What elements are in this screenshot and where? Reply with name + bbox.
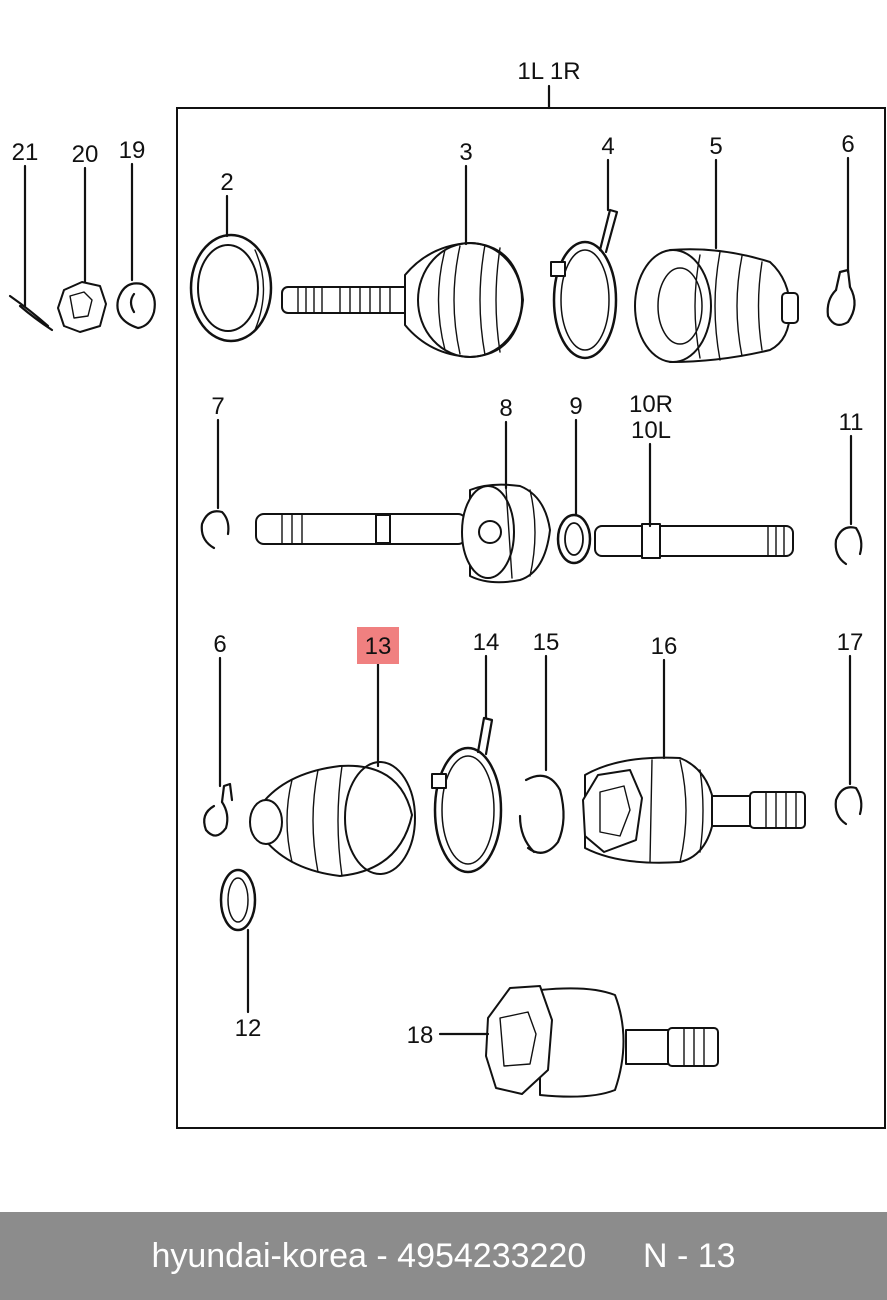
callout-18: 18 — [407, 1022, 434, 1049]
footer-separator: - — [366, 1236, 398, 1275]
callout-20: 20 — [72, 141, 99, 168]
assembly-frame — [176, 107, 886, 1129]
part-20-nut — [57, 281, 107, 333]
callout-21: 21 — [12, 139, 39, 166]
part-17-circlip — [834, 786, 863, 826]
callout-16: 16 — [651, 633, 678, 660]
part-6-clip — [826, 268, 856, 327]
part-16-inner-housing — [582, 756, 806, 864]
callout-3: 3 — [459, 139, 472, 166]
part-9-spacer-ring — [556, 513, 592, 565]
part-12-ring — [219, 868, 257, 932]
callout-7: 7 — [211, 393, 224, 420]
part-6-clip-lower — [203, 782, 234, 837]
callout-12: 12 — [235, 1015, 262, 1042]
callout-5: 5 — [709, 133, 722, 160]
part-3-outer-joint — [281, 242, 524, 358]
footer-bar: hyundai-korea - 4954233220 N - 13 — [0, 1212, 887, 1300]
part-10-drive-shaft — [594, 523, 794, 559]
parts-diagram: 1L 1R 2 3 4 5 6 19 20 21 7 8 9 10R 10L 1… — [8, 58, 886, 1129]
part-18-inner-joint — [485, 985, 719, 1098]
callout-13-highlight — [357, 627, 399, 664]
callout-2: 2 — [220, 169, 233, 196]
callout-10L: 10L — [631, 417, 671, 444]
callout-6-top: 6 — [841, 131, 854, 158]
part-13-boot — [249, 761, 416, 877]
part-15-snap-ring — [518, 774, 565, 854]
callout-19: 19 — [119, 137, 146, 164]
part-4-clamp-band — [550, 208, 619, 360]
callout-13: 13 — [365, 633, 392, 660]
callout-14: 14 — [473, 629, 500, 656]
callout-11: 11 — [839, 409, 864, 436]
callout-17: 17 — [837, 629, 864, 656]
footer-brand: hyundai-korea — [151, 1236, 367, 1275]
part-19-snap-ring — [116, 282, 156, 330]
callout-9: 9 — [569, 393, 582, 420]
callout-15: 15 — [533, 629, 560, 656]
callout-6-lower: 6 — [213, 631, 226, 658]
part-14-clamp-band — [431, 716, 503, 874]
callout-10R: 10R — [629, 391, 673, 418]
footer-page: N - 13 — [642, 1236, 736, 1275]
part-7-circlip — [200, 510, 230, 550]
callout-4: 4 — [601, 133, 614, 160]
part-5-boot — [634, 248, 799, 363]
callout-8: 8 — [499, 395, 512, 422]
assembly-label: 1L 1R — [517, 58, 580, 85]
footer-gap — [586, 1237, 643, 1276]
part-11-circlip — [834, 526, 863, 566]
part-2-seal-ring — [189, 233, 273, 343]
part-21-cotter-pin — [8, 294, 54, 332]
footer-part-number: 4954233220 — [397, 1236, 587, 1275]
part-8-tripod-shaft — [255, 483, 551, 584]
